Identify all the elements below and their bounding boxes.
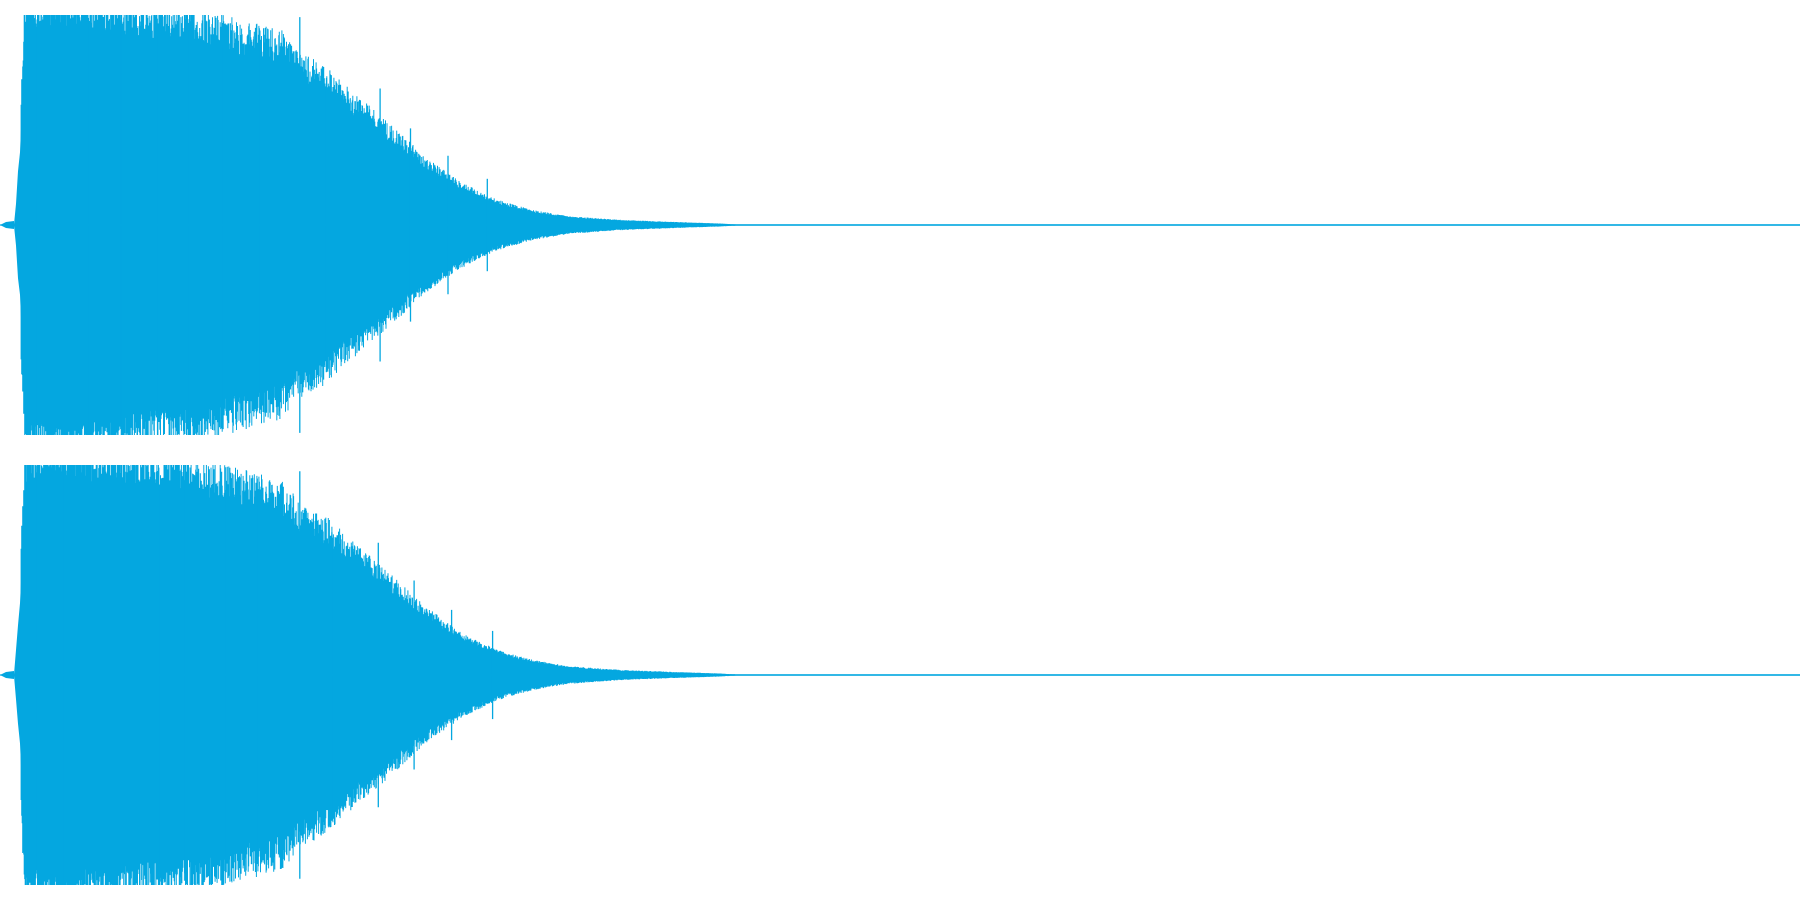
waveform-lead-in: [0, 671, 14, 679]
channel-1-waveform: [0, 15, 1800, 435]
channel-2-waveform: [0, 465, 1800, 885]
waveform-lead-in: [0, 221, 14, 229]
